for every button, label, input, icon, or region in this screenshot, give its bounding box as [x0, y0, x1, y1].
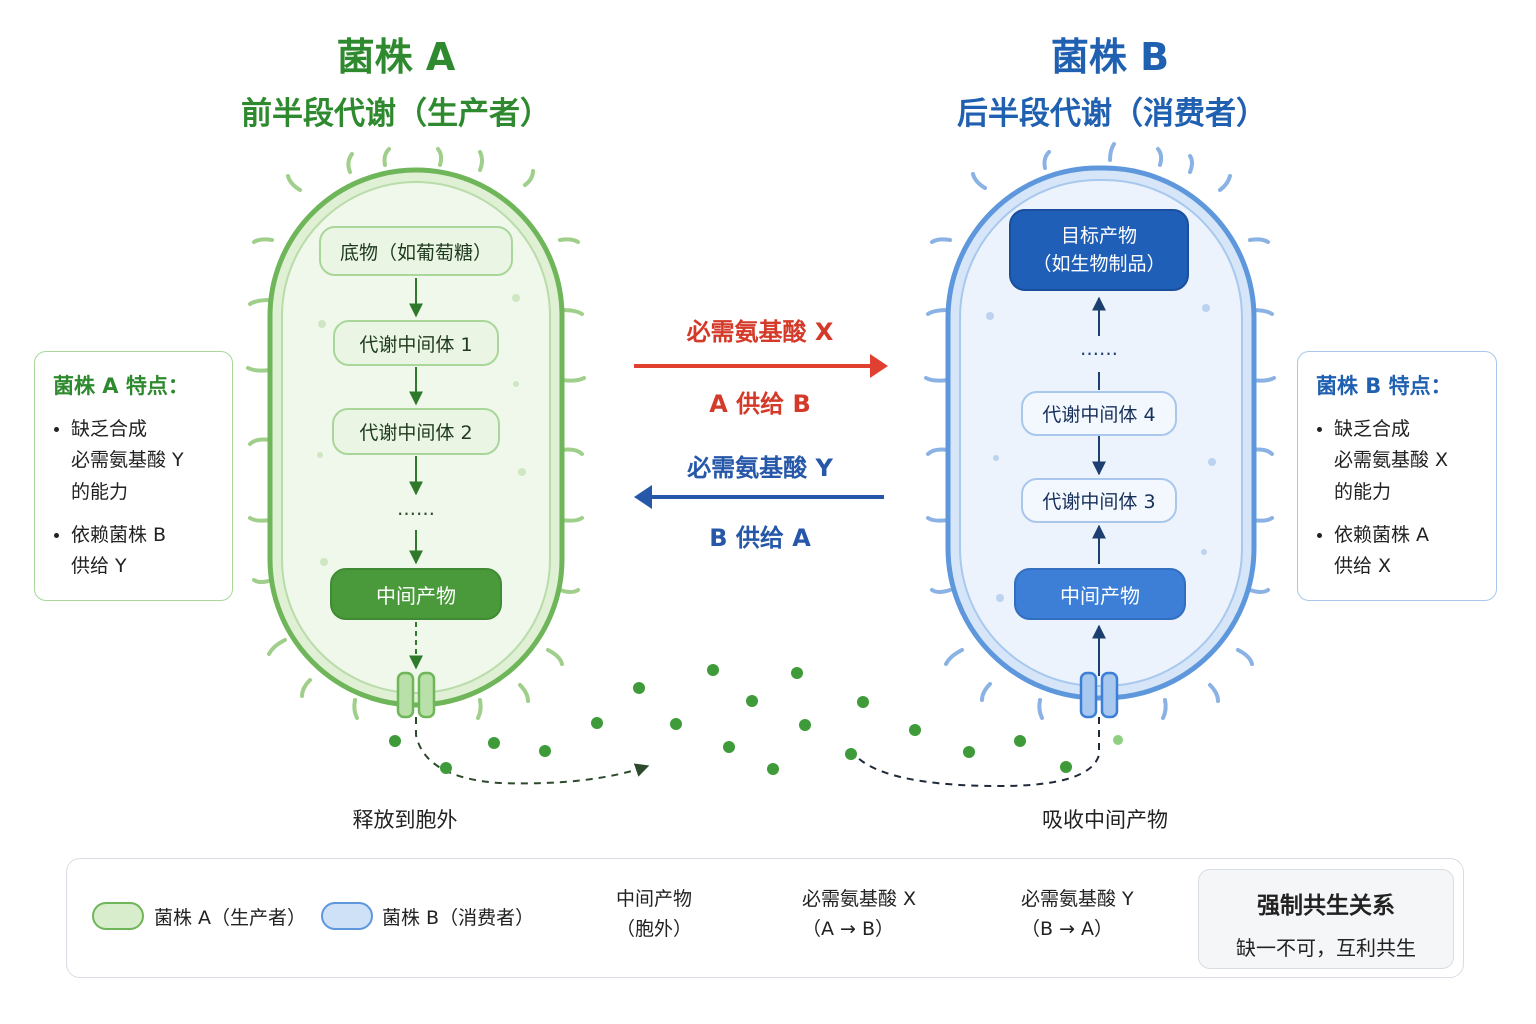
target-product-line1: 目标产物	[1060, 224, 1137, 247]
cell-a-ellipsis: ……	[397, 498, 435, 520]
legend-strain-a-swatch	[92, 902, 144, 930]
strain-a-feature-1: 缺乏合成 必需氨基酸 Y 的能力	[71, 414, 214, 508]
extracellular-dots	[389, 664, 1123, 775]
node-intermediate-1: 代谢中间体 1	[333, 320, 499, 366]
summary-subtitle: 缺一不可，互利共生	[1236, 936, 1416, 960]
summary-box: 强制共生关系 缺一不可，互利共生	[1198, 869, 1454, 969]
strain-a-feature-2: 依赖菌株 B 供给 Y	[71, 520, 214, 583]
strain-a-title: 菌株 A	[336, 35, 456, 79]
strain-b-subtitle: 后半段代谢（消费者）	[957, 96, 1267, 132]
legend-intermediate-label: 中间产物 （胞外）	[616, 888, 693, 941]
node-substrate: 底物（如葡萄糖）	[319, 226, 513, 276]
node-intermediate-product-a: 中间产物	[330, 568, 502, 620]
label-release-outside: 释放到胞外	[352, 808, 458, 832]
label-a-supplies-b: A 供给 B	[709, 390, 811, 418]
legend-y-label: 必需氨基酸 Y （B → A）	[1021, 888, 1134, 941]
legend-x-label: 必需氨基酸 X （A → B）	[802, 888, 917, 941]
arrow-x-head	[870, 354, 888, 378]
arrow-y-head	[634, 485, 652, 509]
cell-b-ellipsis: ……	[1080, 338, 1118, 360]
node-target-product: 目标产物 （如生物制品）	[1009, 209, 1189, 291]
strain-a-features-list: 缺乏合成 必需氨基酸 Y 的能力 依赖菌株 B 供给 Y	[53, 414, 214, 583]
cell-b-channel	[1079, 671, 1119, 719]
node-intermediate-2: 代谢中间体 2	[332, 408, 500, 455]
cell-b-specks	[986, 304, 1216, 602]
summary-title: 强制共生关系	[1257, 893, 1395, 919]
label-b-supplies-a: B 供给 A	[709, 524, 811, 552]
cell-a-specks	[317, 294, 526, 566]
label-amino-x: 必需氨基酸 X	[686, 318, 834, 346]
strain-a-features-title: 菌株 A 特点：	[53, 374, 189, 398]
strain-a-subtitle: 前半段代谢（生产者）	[241, 96, 551, 132]
node-intermediate-3: 代谢中间体 3	[1021, 478, 1177, 523]
strain-b-features-list: 缺乏合成 必需氨基酸 X 的能力 依赖菌株 A 供给 X	[1316, 414, 1478, 583]
strain-b-feature-2: 依赖菌株 A 供给 X	[1334, 520, 1478, 583]
cell-a-channel	[396, 671, 436, 719]
legend-strain-a-label: 菌株 A（生产者）	[154, 907, 307, 929]
absorb-path	[857, 717, 1100, 788]
legend-strain-b-swatch	[321, 902, 373, 930]
label-absorb-intermediate: 吸收中间产物	[1042, 808, 1168, 832]
strain-b-features-box: 菌株 B 特点： 缺乏合成 必需氨基酸 X 的能力 依赖菌株 A 供给 X	[1297, 351, 1497, 601]
strain-b-title: 菌株 B	[1050, 35, 1170, 79]
label-amino-y: 必需氨基酸 Y	[687, 454, 833, 482]
strain-a-features-box: 菌株 A 特点： 缺乏合成 必需氨基酸 Y 的能力 依赖菌株 B 供给 Y	[34, 351, 233, 601]
strain-b-features-title: 菌株 B 特点：	[1316, 374, 1452, 398]
node-intermediate-product-b: 中间产物	[1014, 568, 1186, 620]
target-product-line2: （如生物制品）	[1032, 253, 1166, 275]
legend-strain-b-label: 菌株 B（消费者）	[382, 907, 535, 929]
strain-b-feature-1: 缺乏合成 必需氨基酸 X 的能力	[1334, 414, 1478, 508]
node-intermediate-4: 代谢中间体 4	[1021, 391, 1177, 436]
release-path	[415, 717, 650, 785]
